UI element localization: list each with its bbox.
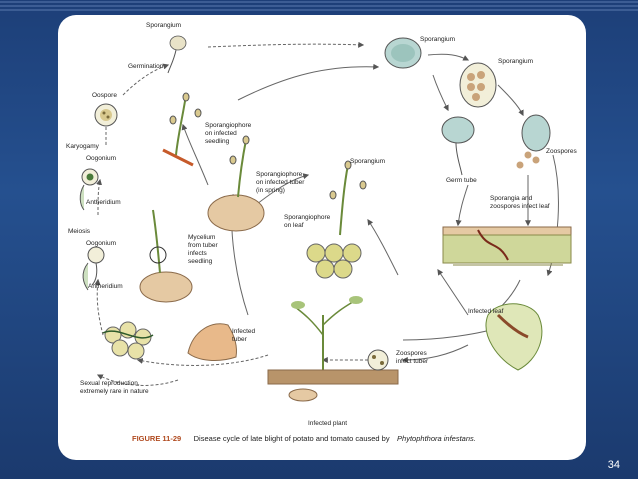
zoospores-release-illustration: [516, 114, 551, 169]
sexual-reproduction-cluster: [102, 321, 154, 360]
page-number: 34: [607, 459, 620, 471]
infected-leaf-illustration: [485, 303, 543, 371]
leaf-cross-section-illustration: [442, 226, 572, 266]
label-mycelium: Mycelium from tuber infects seedling: [188, 234, 219, 265]
sporangium-top-illustration: [167, 35, 187, 74]
label-oogonium-2: Oogonium: [86, 240, 116, 247]
label-zoospores: Zoospores: [546, 148, 577, 155]
label-sporangium-top: Sporangium: [146, 22, 181, 29]
infected-tuber-illustration: [187, 323, 237, 361]
oospore-illustration: [94, 103, 118, 127]
label-sporangium-mid: Sporangium: [350, 158, 385, 165]
label-meiosis: Meiosis: [68, 228, 91, 235]
oogonium-illustration: [79, 168, 99, 211]
label-oospore: Oospore: [92, 92, 117, 99]
label-sporangia-infect-leaf: Sporangia and zoospores infect leaf: [490, 195, 550, 210]
caption-figure-number: FIGURE 11-29: [132, 434, 181, 443]
mycelium-seedling-illustration: [139, 209, 193, 303]
caption-species: Phytophthora infestans.: [397, 434, 476, 443]
sporangium-zoospores-illustration: [459, 62, 497, 108]
label-infected-tuber: Infected tuber: [232, 328, 257, 343]
sprouting-tuber-illustration: [207, 135, 265, 232]
caption-text: Disease cycle of late blight of potato a…: [194, 434, 390, 443]
label-sporangiophore-seedling: Sporangiophore on infected seedling: [205, 122, 253, 145]
label-antheridium-1: Antheridium: [86, 199, 121, 206]
label-infected-leaf: Infected leaf: [468, 308, 504, 315]
label-karyogamy: Karyogamy: [66, 143, 100, 150]
label-infected-plant: Infected plant: [308, 420, 347, 427]
label-oogonium-1: Oogonium: [86, 155, 116, 162]
label-sporangium-right-1: Sporangium: [420, 36, 455, 43]
diagram-labels: Sporangium Germination Oospore Karyogamy…: [66, 22, 577, 427]
germ-tube-illustration: [441, 116, 475, 176]
label-sporangiophore-leaf: Sporangiophore on leaf: [284, 214, 332, 229]
label-antheridium-2: Antheridium: [88, 283, 123, 290]
diagram-card: Sporangium Germination Oospore Karyogamy…: [58, 15, 586, 460]
disease-cycle-diagram: Sporangium Germination Oospore Karyogamy…: [66, 22, 577, 445]
label-zoospores-infect-tuber: Zoospores infect tuber: [396, 350, 429, 365]
sporangium-right-illustration: [384, 37, 422, 69]
sporangiophore-leaf-illustration: [306, 160, 367, 279]
label-sporangium-right-2: Sporangium: [498, 58, 533, 65]
label-germ-tube: Germ tube: [446, 177, 477, 184]
infected-plant-illustration: [267, 296, 399, 402]
seedling-sporangiophore-illustration: [162, 92, 202, 167]
figure-caption: FIGURE 11-29 Disease cycle of late bligh…: [132, 428, 476, 445]
label-sexual-reproduction: Sexual reproduction, extremely rare in n…: [80, 380, 149, 395]
label-sporangiophore-tuber: Sporangiophore on infected tuber (in spr…: [256, 171, 306, 194]
label-germination: Germination: [128, 63, 164, 70]
oogonium-meiosis-illustration: [82, 246, 105, 291]
